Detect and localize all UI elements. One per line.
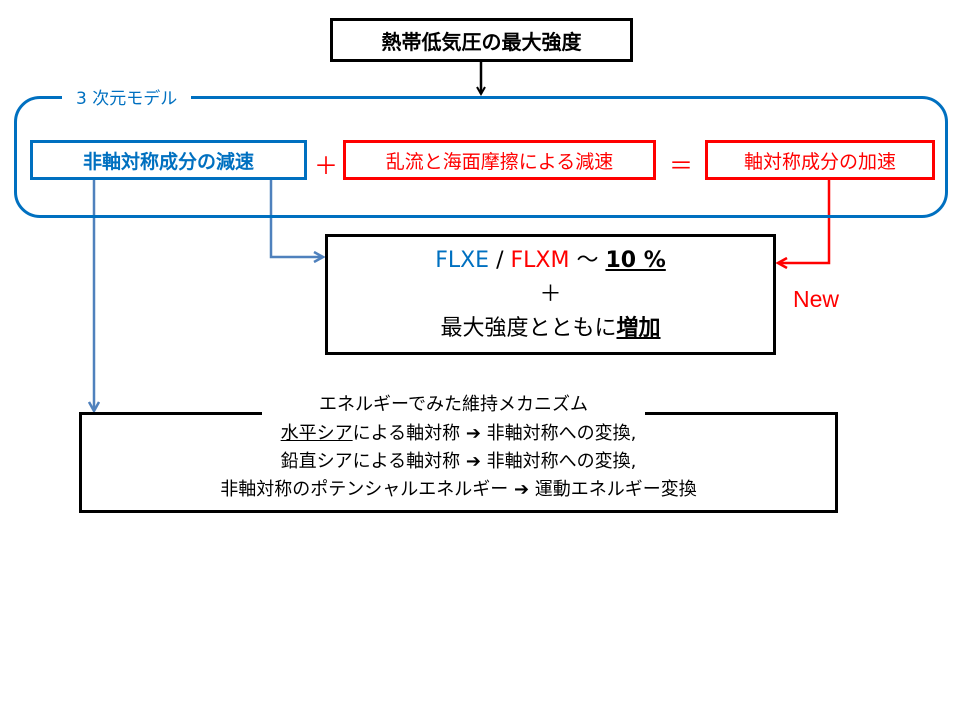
ratio-denominator: FLXM — [510, 247, 570, 273]
friction-deceleration-text: 乱流と海面摩擦による減速 — [385, 150, 614, 173]
mechanism-line-2-text: 鉛直シアによる軸対称 ➔ 非軸対称への変換, — [280, 451, 637, 472]
ratio-line: FLXE / FLXM 〜 10 % — [435, 244, 666, 278]
title-text: 熱帯低気圧の最大強度 — [381, 29, 582, 54]
asymmetric-deceleration-text: 非軸対称成分の減速 — [82, 150, 254, 173]
mechanism-box: 水平シアによる軸対称 ➔ 非軸対称への変換, 鉛直シアによる軸対称 ➔ 非軸対称… — [79, 412, 838, 513]
mechanism-line-2: 鉛直シアによる軸対称 ➔ 非軸対称への変換, — [281, 448, 637, 476]
result-box: FLXE / FLXM 〜 10 % ＋ 最大強度とともに増加 — [325, 234, 776, 355]
mechanism-title: エネルギーでみた維持メカニズム — [262, 391, 645, 419]
increase-prefix: 最大強度とともに — [440, 315, 617, 341]
symmetric-acceleration-box: 軸対称成分の加速 — [705, 140, 935, 180]
mechanism-line-1-text: による軸対称 ➔ 非軸対称への変換, — [352, 423, 637, 444]
ratio-separator: / — [489, 247, 511, 273]
increase-word: 増加 — [616, 315, 661, 341]
new-label: New — [793, 286, 840, 312]
arrow-red-to-result — [778, 180, 831, 263]
ratio-value: 10 % — [605, 247, 666, 273]
mechanism-line-3-text: 非軸対称のポテンシャルエネルギー ➔ 運動エネルギー変換 — [220, 479, 697, 500]
friction-deceleration-box: 乱流と海面摩擦による減速 — [343, 140, 656, 180]
approx-sign: 〜 — [569, 247, 606, 273]
increase-line: 最大強度とともに増加 — [440, 312, 660, 346]
arrow-blue-to-result — [269, 180, 323, 257]
symmetric-acceleration-text: 軸対称成分の加速 — [743, 150, 896, 173]
model-frame — [14, 96, 948, 218]
plus-operator: ＋ — [314, 152, 338, 180]
mechanism-line-3: 非軸対称のポテンシャルエネルギー ➔ 運動エネルギー変換 — [220, 476, 697, 504]
ratio-numerator: FLXE — [435, 247, 490, 273]
mechanism-line-1-underlined: 水平シア — [280, 423, 353, 444]
model-frame-label: 3 次元モデル — [62, 86, 192, 112]
asymmetric-deceleration-box: 非軸対称成分の減速 — [30, 140, 307, 180]
equals-operator: ＝ — [669, 152, 693, 180]
title-box: 熱帯低気圧の最大強度 — [330, 18, 633, 62]
mechanism-line-1: 水平シアによる軸対称 ➔ 非軸対称への変換, — [281, 420, 637, 448]
result-plus: ＋ — [539, 281, 562, 307]
